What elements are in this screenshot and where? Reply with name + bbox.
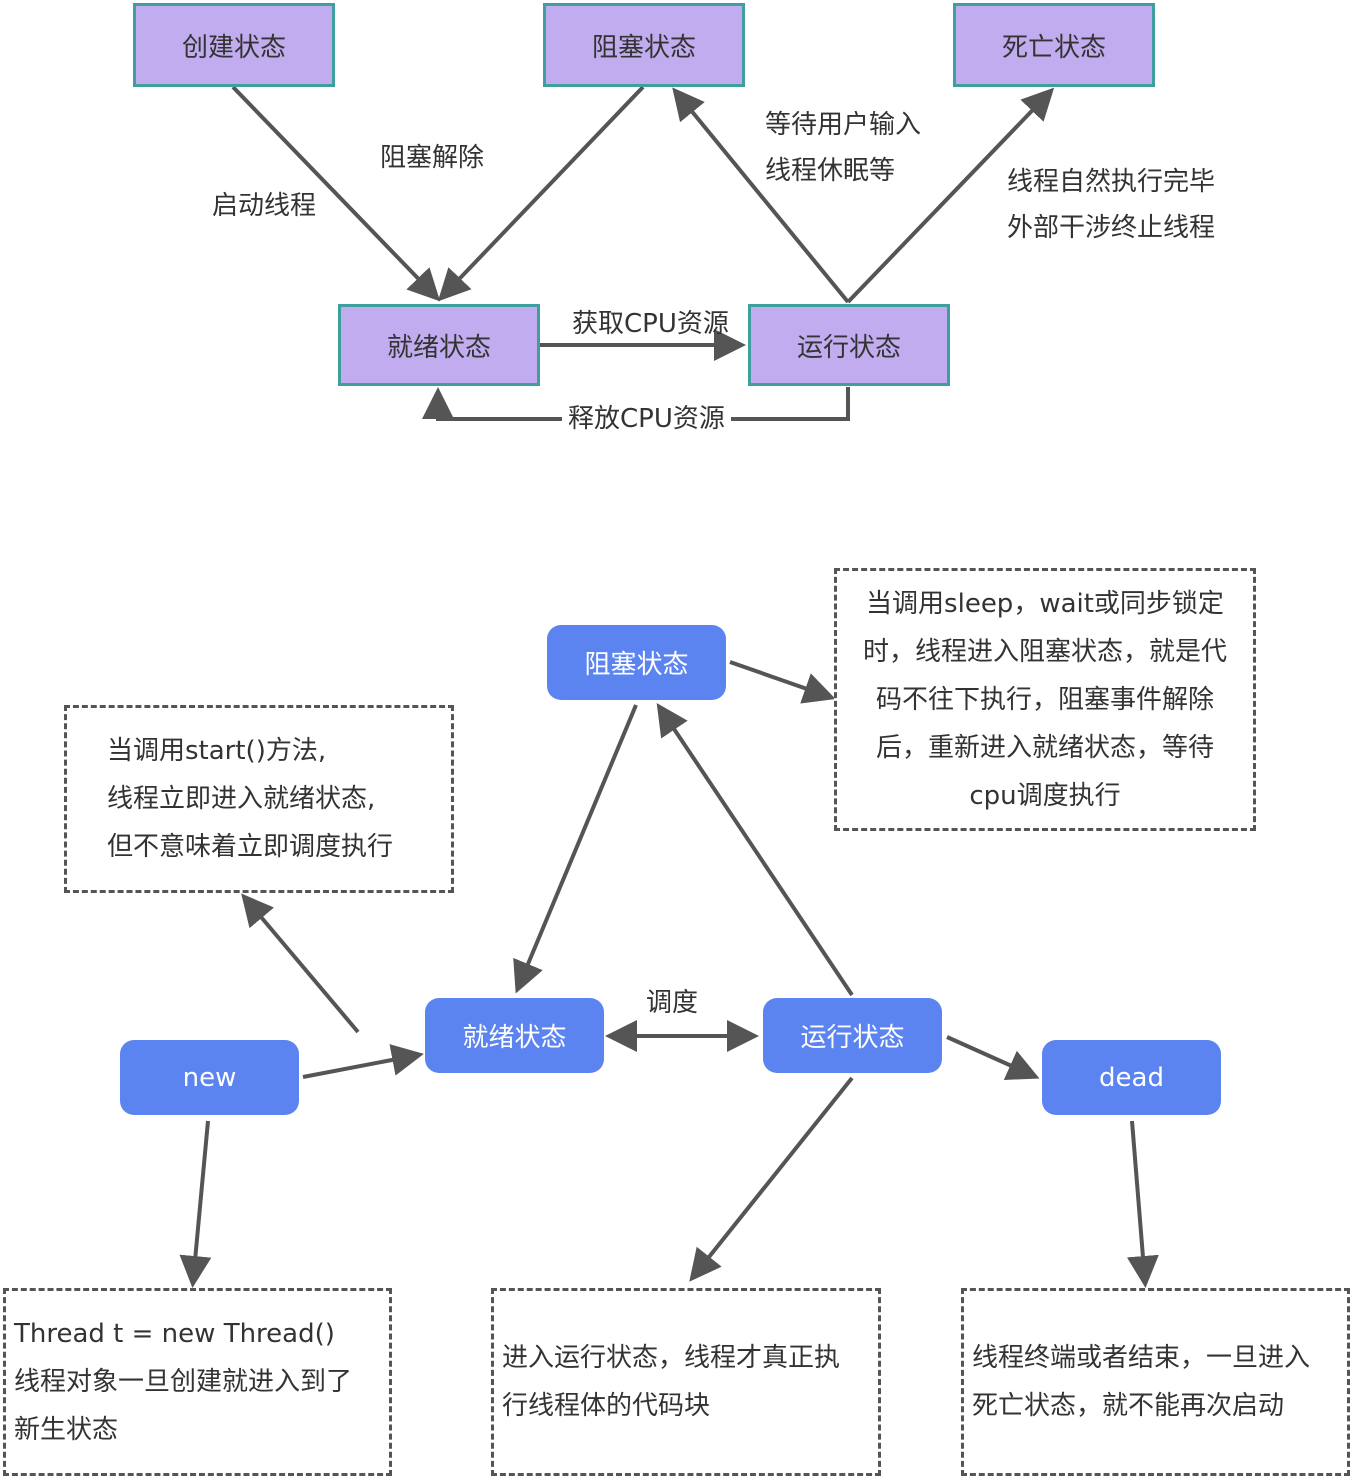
state2-new: new [120, 1040, 299, 1115]
arrow-running2-to-blocked2 [656, 703, 854, 997]
state-ready: 就绪状态 [338, 304, 540, 386]
state-dead-label: 死亡状态 [1001, 32, 1106, 63]
state2-dead-label: dead [1099, 1062, 1164, 1093]
state-running: 运行状态 [748, 304, 950, 386]
state2-dead: dead [1042, 1040, 1221, 1115]
label-finish-line2: 外部干涉终止线程 [1007, 213, 1216, 243]
label-release-cpu: 释放CPU资源 [562, 402, 731, 436]
arrow-new-to-start-note [241, 893, 360, 1034]
note-blocked-line2: 时，线程进入阻塞状态，就是代 [862, 636, 1227, 667]
note-running-line1: 进入运行状态，线程才真正执 [502, 1343, 841, 1373]
note-blocked-line4: 后，重新进入就绪状态，等待 [875, 732, 1214, 763]
arrow-running2-to-dead2 [946, 1035, 1040, 1080]
note-running-line2: 行线程体的代码块 [502, 1391, 711, 1421]
label-unblock: 阻塞解除 [380, 143, 485, 173]
state2-new-label: new [182, 1062, 237, 1093]
state2-ready-label: 就绪状态 [462, 1023, 567, 1053]
label-wait-input-line2: 线程休眠等 [765, 156, 896, 186]
label-wait-input: 等待用户输入 线程休眠等 [765, 102, 921, 194]
note-new-line3: 新生状态 [14, 1415, 119, 1445]
label-get-cpu: 获取CPU资源 [572, 309, 729, 339]
note-blocked: 当调用sleep，wait或同步锁定 时，线程进入阻塞状态，就是代 码不往下执行… [834, 568, 1256, 831]
state-blocked-label: 阻塞状态 [591, 32, 696, 63]
label-schedule: 调度 [646, 988, 699, 1018]
note-start-line1: 当调用start()方法, [107, 736, 327, 766]
note-new-line2: 线程对象一旦创建就进入到了 [14, 1367, 353, 1397]
state-create-label: 创建状态 [181, 32, 286, 63]
arrow-dead2-to-dead-note [1126, 1120, 1159, 1288]
arrow-running2-to-running-note [689, 1076, 854, 1282]
label-start-thread: 启动线程 [212, 191, 317, 221]
note-start: 当调用start()方法, 线程立即进入就绪状态, 但不意味着立即调度执行 [64, 705, 454, 893]
state-blocked: 阻塞状态 [543, 3, 745, 87]
note-blocked-line5: cpu调度执行 [969, 780, 1121, 811]
state-running-label: 运行状态 [796, 332, 901, 363]
arrow-running-to-dead [846, 87, 1055, 304]
note-dead-line1: 线程终端或者结束，一旦进入 [972, 1343, 1311, 1373]
label-wait-input-line1: 等待用户输入 [765, 110, 922, 140]
note-dead: 线程终端或者结束，一旦进入 死亡状态，就不能再次启动 [961, 1288, 1350, 1476]
arrow-new-to-ready2 [302, 1044, 424, 1079]
label-finish: 线程自然执行完毕 外部干涉终止线程 [1007, 159, 1215, 251]
note-start-line3: 但不意味着立即调度执行 [107, 832, 394, 862]
note-new-line1: Thread t = new Thread() [14, 1319, 335, 1349]
note-blocked-line3: 码不往下执行，阻塞事件解除 [875, 684, 1214, 715]
state2-blocked-label: 阻塞状态 [584, 650, 689, 680]
arrow-create-to-ready [231, 85, 441, 302]
state2-ready: 就绪状态 [425, 998, 604, 1073]
arrow-new-to-new-note [179, 1120, 212, 1288]
note-dead-line2: 死亡状态，就不能再次启动 [972, 1391, 1285, 1421]
arrow-blocked2-to-ready2 [513, 704, 638, 994]
state-ready-label: 就绪状态 [386, 332, 491, 363]
arrow-blocked-to-ready [437, 85, 645, 302]
state2-running: 运行状态 [763, 998, 942, 1073]
note-blocked-line1: 当调用sleep，wait或同步锁定 [866, 588, 1224, 619]
state2-running-label: 运行状态 [800, 1023, 905, 1053]
label-finish-line1: 线程自然执行完毕 [1007, 167, 1216, 197]
state-dead: 死亡状态 [953, 3, 1155, 87]
arrow-running-to-blocked [672, 87, 850, 304]
note-new: Thread t = new Thread() 线程对象一旦创建就进入到了 新生… [3, 1288, 392, 1476]
state-create: 创建状态 [133, 3, 335, 87]
note-start-line2: 线程立即进入就绪状态, [107, 784, 376, 814]
arrow-blocked2-to-note [729, 660, 836, 704]
state2-blocked: 阻塞状态 [547, 625, 726, 700]
note-running: 进入运行状态，线程才真正执 行线程体的代码块 [491, 1288, 881, 1476]
